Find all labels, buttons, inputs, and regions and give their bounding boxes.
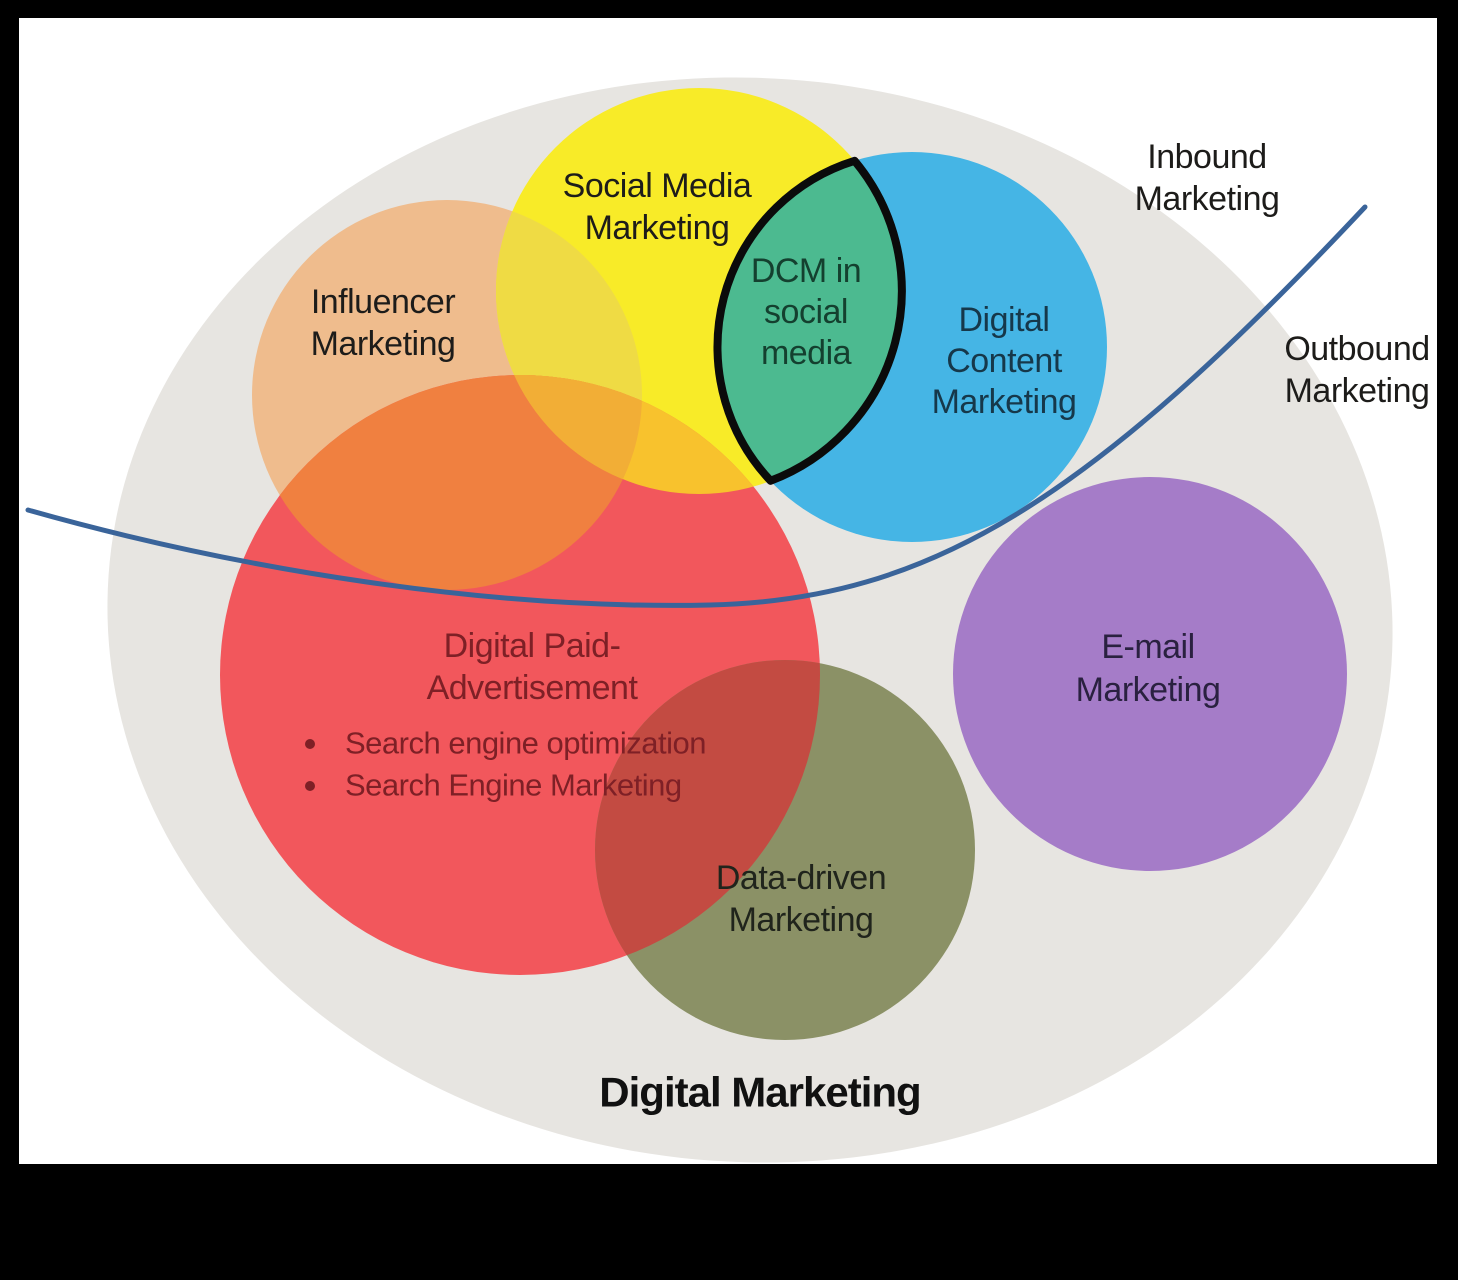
inbound-outbound-curve xyxy=(25,204,1368,608)
dcm-label-line1: DCM in xyxy=(751,252,861,290)
social-media-label-line2: Marketing xyxy=(585,209,730,247)
dcm-label-line3: media xyxy=(761,334,852,372)
influencer-label-line2: Marketing xyxy=(311,325,456,363)
paid-influencer-overlap-group xyxy=(252,375,642,590)
inbound-label-line1: Inbound xyxy=(1147,138,1266,176)
paid-label-line2: Advertisement xyxy=(427,669,639,707)
email-label-line2: Marketing xyxy=(1076,671,1221,709)
data-driven-label-line2: Marketing xyxy=(729,901,874,939)
digital-content-label-line2: Content xyxy=(946,342,1063,380)
digital-content-label-line3: Marketing xyxy=(932,383,1077,421)
outbound-label-line1: Outbound xyxy=(1284,330,1429,368)
dcm-lens xyxy=(713,156,906,485)
paid-data-overlap xyxy=(595,660,820,975)
paid-bullet-dot-1 xyxy=(305,739,315,749)
email-marketing-circle xyxy=(953,477,1347,871)
paid-label-line1: Digital Paid- xyxy=(444,627,621,665)
social-media-label-line1: Social Media xyxy=(563,167,752,205)
digital-content-label-line1: Digital xyxy=(959,301,1050,339)
paid-bullet-text-1: Search engine optimization xyxy=(345,726,706,761)
outbound-label-line2: Marketing xyxy=(1285,372,1430,410)
paid-influencer-overlap xyxy=(252,375,642,590)
data-driven-label-line1: Data-driven xyxy=(716,859,886,897)
dcm-label-line2: social xyxy=(764,293,848,331)
digital-marketing-title: Digital Marketing xyxy=(599,1069,920,1116)
paid-data-overlap-group xyxy=(595,660,820,975)
paid-bullet-dot-2 xyxy=(305,781,315,791)
influencer-label-line1: Influencer xyxy=(311,283,455,321)
paid-bullet-text-2: Search Engine Marketing xyxy=(345,768,682,803)
email-label-line1: E-mail xyxy=(1101,628,1194,666)
inbound-label-line2: Marketing xyxy=(1135,180,1280,218)
